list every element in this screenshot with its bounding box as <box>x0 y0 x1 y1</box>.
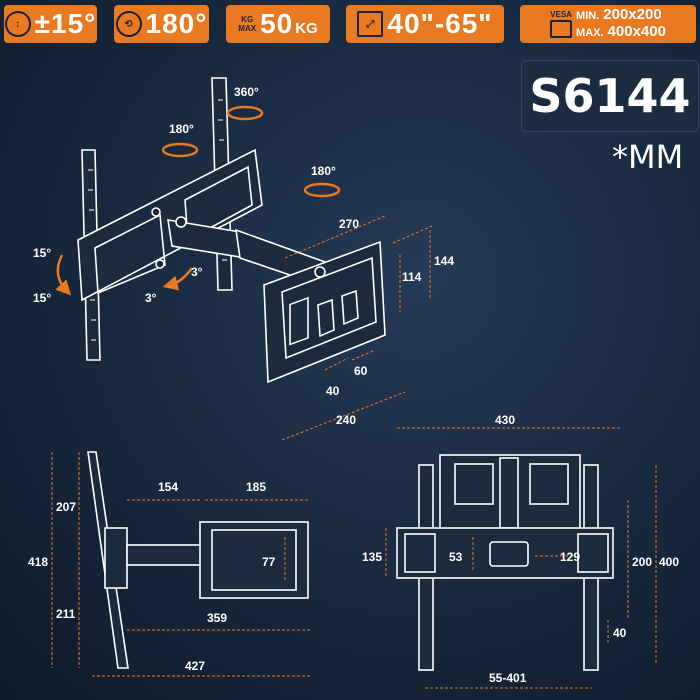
dim-207: 207 <box>56 500 76 514</box>
dim-53: 53 <box>449 550 463 564</box>
unit-label: *MM <box>612 138 684 176</box>
tilt-value: ±15° <box>34 8 97 39</box>
swivel-value: 180° <box>145 8 208 39</box>
tilt-icon: ↕ <box>4 11 31 37</box>
swivel-180-top-label: 180° <box>169 122 194 136</box>
rotation-arrows <box>55 105 341 296</box>
dim-400: 400 <box>659 555 679 569</box>
dim-418: 418 <box>28 555 48 569</box>
side-view <box>87 451 309 669</box>
dim-77: 77 <box>262 555 276 569</box>
weight-icon-top: KG <box>241 15 254 24</box>
tilt-up-label: 15° <box>33 246 51 260</box>
isometric-dimension-lines <box>281 215 433 441</box>
weight-unit: KG <box>295 19 318 37</box>
weight-value: 50 <box>260 8 294 39</box>
resize-icon: ⤢ <box>357 11 384 37</box>
dim-359: 359 <box>207 611 227 625</box>
swivel-badge: ⟲ 180° <box>114 5 209 43</box>
tilt-down-label: 15° <box>33 291 51 305</box>
vesa-max-value: 400x400 <box>607 23 666 40</box>
dim-427: 427 <box>185 659 205 673</box>
front-view <box>396 454 614 671</box>
screen-size-badge: ⤢ 40"-65" <box>346 5 504 43</box>
vesa-icon-label: VESA <box>550 10 572 19</box>
side-view-dimension-lines <box>51 452 310 677</box>
dim-154: 154 <box>158 480 178 494</box>
dim-55-401: 55-401 <box>489 671 527 685</box>
vesa-icon: VESA <box>550 10 573 38</box>
weight-icon: KG MAX <box>238 15 256 33</box>
weight-badge: KG MAX 50 KG <box>226 5 330 43</box>
dim-185: 185 <box>246 480 266 494</box>
dim-144: 144 <box>434 254 454 268</box>
dim-114: 114 <box>402 270 422 284</box>
dim-129: 129 <box>560 550 580 564</box>
vesa-badge: VESA MIN.200x200 MAX.400x400 <box>520 5 696 43</box>
dim-430: 430 <box>495 413 515 427</box>
vesa-max-label: MAX. <box>576 27 604 39</box>
dim-60: 60 <box>354 364 368 378</box>
level-3-a-label: 3° <box>191 265 203 279</box>
swivel-180-right-label: 180° <box>311 164 336 178</box>
dim-40-bottom: 40 <box>613 626 627 640</box>
screen-size-value: 40"-65" <box>387 8 493 39</box>
weight-icon-bottom: MAX <box>238 24 257 33</box>
level-3-b-label: 3° <box>145 291 157 305</box>
model-number: S6144 <box>521 60 699 132</box>
dim-135: 135 <box>362 550 382 564</box>
swivel-icon: ⟲ <box>115 11 142 37</box>
isometric-mount-view <box>77 77 386 384</box>
dim-240: 240 <box>336 413 356 427</box>
dim-211: 211 <box>56 607 76 621</box>
dim-40-top: 40 <box>326 384 340 398</box>
dim-200: 200 <box>632 555 652 569</box>
tilt-badge: ↕ ±15° <box>4 5 97 43</box>
front-view-dimension-lines <box>385 427 657 689</box>
dim-270: 270 <box>339 217 359 231</box>
vesa-min-value: 200x200 <box>603 6 662 23</box>
vesa-min-label: MIN. <box>576 10 600 22</box>
swivel-360-label: 360° <box>234 85 259 99</box>
